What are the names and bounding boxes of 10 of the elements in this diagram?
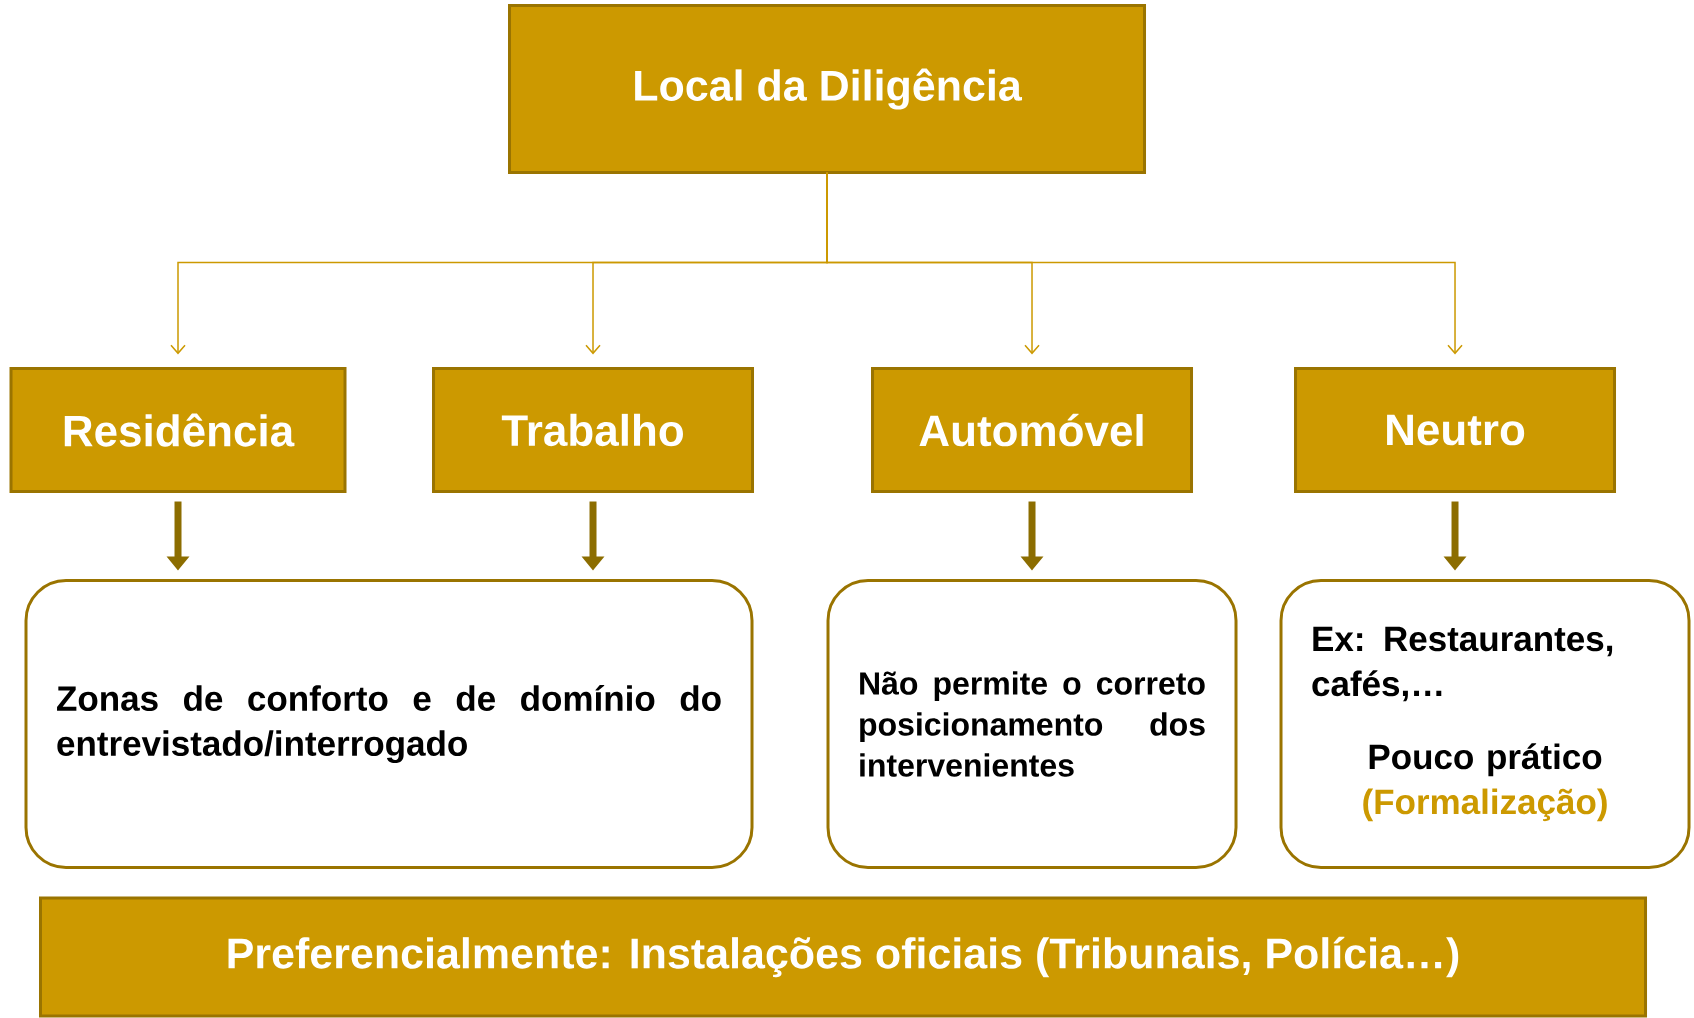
label-box: Neutro: [1294, 367, 1616, 493]
label-box: Residência: [9, 367, 347, 493]
label-box: Trabalho: [432, 367, 754, 493]
rounded-text-box: Ex: Restaurantes, cafés,… Pouco prático (Formalização): [1279, 579, 1691, 869]
label-box: Local da Diligência: [508, 4, 1146, 174]
label-box: Automóvel: [871, 367, 1193, 493]
arrow: [826, 171, 1463, 355]
label-box: Preferencialmente: Instalações oficiais (Tribunais, Polícia…): [39, 896, 1647, 1018]
rounded-text-box: Zonas de conforto e de domínio do entrevistado/interrogado: [24, 579, 754, 869]
rounded-text-box: Não permite o correto posicionamento dos intervenientes: [826, 579, 1238, 869]
